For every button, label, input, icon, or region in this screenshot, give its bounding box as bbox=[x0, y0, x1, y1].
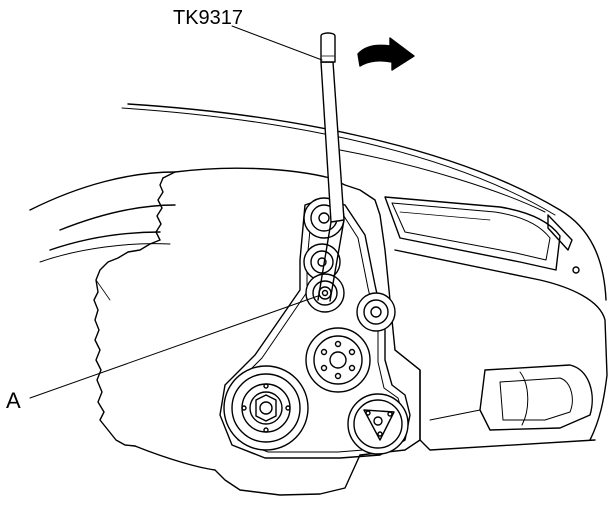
wheel-arch-lines bbox=[29, 171, 176, 263]
center-pulley bbox=[305, 327, 371, 393]
headlamp-outline bbox=[384, 196, 580, 274]
body-panel-lines bbox=[121, 103, 607, 301]
crankshaft-pulley bbox=[223, 365, 309, 451]
tensioner-pulley bbox=[305, 273, 345, 313]
callout-label-a: A bbox=[6, 388, 21, 413]
direction-arrow bbox=[357, 37, 415, 71]
right-idler-pulley bbox=[356, 292, 396, 332]
middle-idler-pulley bbox=[303, 243, 341, 281]
bumper-lower bbox=[394, 249, 608, 451]
leader-lines bbox=[29, 25, 323, 399]
compressor-pulley bbox=[347, 393, 409, 455]
tool-label: TK9317 bbox=[173, 7, 244, 29]
tensioner-tool bbox=[317, 32, 345, 302]
